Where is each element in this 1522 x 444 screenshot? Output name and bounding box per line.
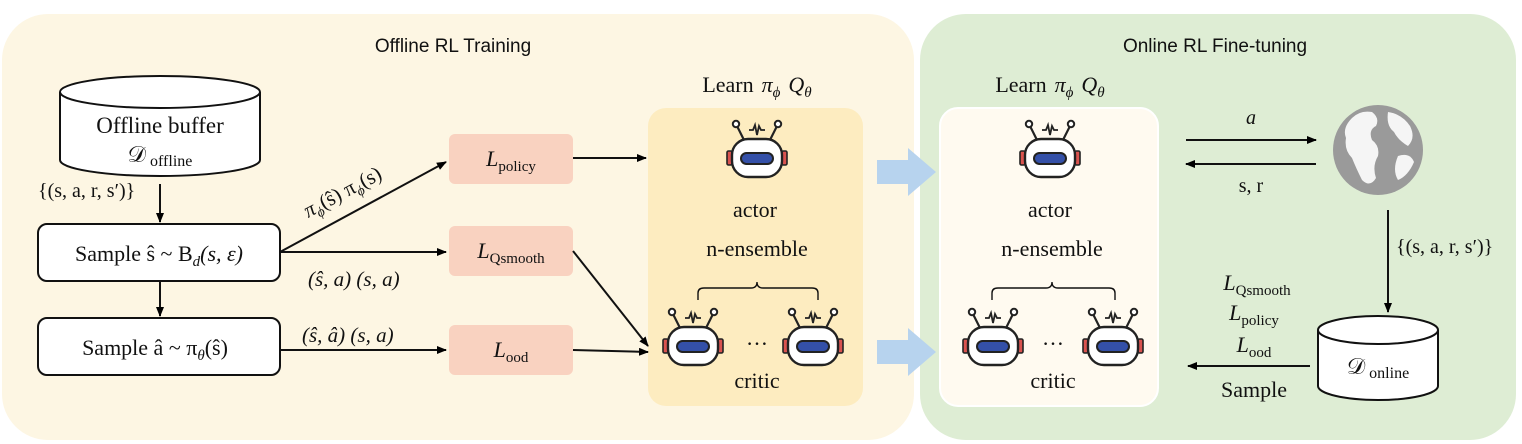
online-loss-qsmooth: LQsmooth [1222,270,1291,299]
online-critic-dots: … [1042,325,1064,350]
action-label: a [1246,107,1256,129]
state-reward-label: s, r [1239,175,1264,197]
online-title: Online RL Fine-tuning [1123,36,1307,57]
offline-ensemble-label: n-ensemble [706,236,807,261]
offline-critic-label: critic [734,368,779,393]
transfer-arrow-actor-icon [877,148,936,196]
offline-actor-label: actor [733,197,778,222]
offline-tuple-label: {(s, a, r, s′)} [38,180,135,202]
online-tuple-label: {(s, a, r, s′)} [1396,236,1493,258]
sample-action-box: Sample â ~ πθ(ŝ) [37,317,281,376]
online-loss-policy: Lpolicy [1228,300,1279,329]
edge-label-qsmooth: (ŝ, a) (s, a) [308,267,400,291]
globe-icon [1333,105,1423,195]
loss-policy-box: Lpolicy [449,134,573,184]
svg-text:Sample ŝ ~ Bd(s, ε): Sample ŝ ~ Bd(s, ε) [75,241,243,270]
online-ensemble-label: n-ensemble [1001,236,1102,261]
edge-label-ood: (ŝ, â) (s, a) [302,323,394,347]
online-actor-label: actor [1028,197,1073,222]
online-critic-label: critic [1030,368,1075,393]
offline-ensemble-brace [697,281,819,300]
loss-qsmooth-box: LQsmooth [449,226,573,276]
svg-text:Lood: Lood [493,337,529,366]
online-loss-ood: Lood [1236,332,1272,361]
offline-title: Offline RL Training [375,36,531,57]
online-ensemble-brace [991,281,1116,300]
svg-text:Lpolicy: Lpolicy [485,146,536,175]
svg-text:LQsmooth: LQsmooth [476,238,545,267]
offline-buffer-label: Offline buffer [96,113,224,138]
offline-critic-dots: … [746,325,768,350]
online-sample-label: Sample [1221,377,1287,402]
sample-state-box: Sample ŝ ~ Bd(s, ε) [37,223,281,282]
transfer-arrow-critic-icon [877,328,936,376]
svg-text:Sample â ~ πθ(ŝ): Sample â ~ πθ(ŝ) [82,335,228,364]
loss-ood-box: Lood [449,325,573,375]
